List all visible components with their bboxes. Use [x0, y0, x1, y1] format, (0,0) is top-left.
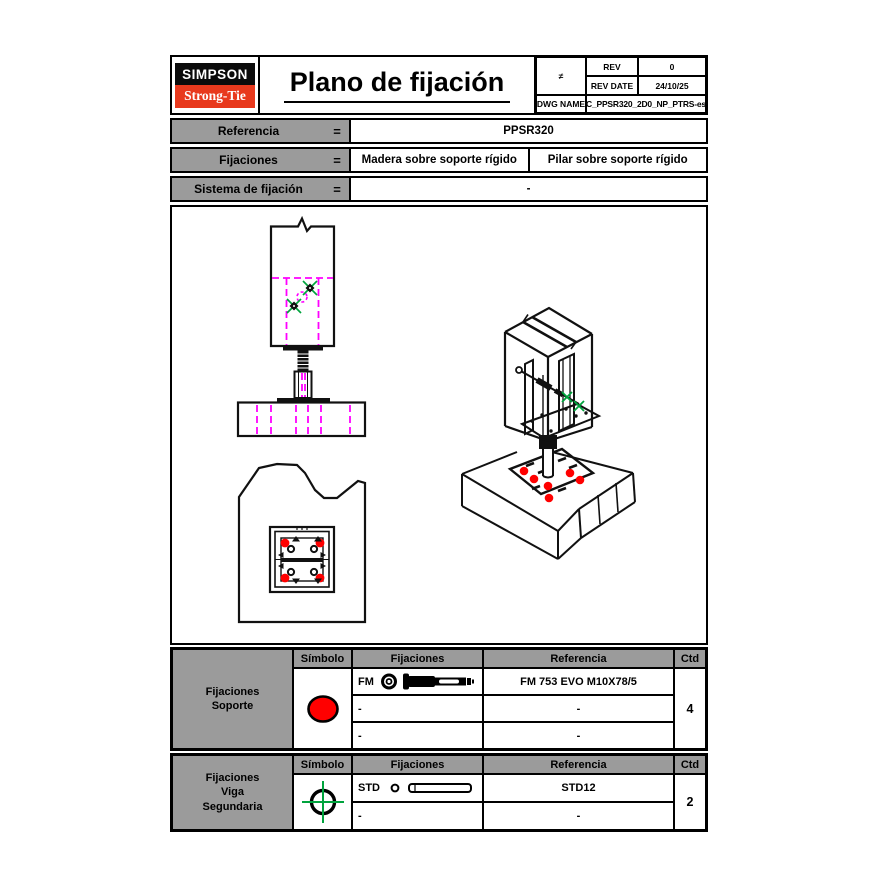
fixing-row: - — [352, 695, 483, 722]
green-crosshair-icon — [301, 781, 344, 823]
column-header-fijaciones: Fijaciones — [352, 649, 483, 668]
info-value-reference: PPSR320 — [503, 125, 554, 137]
column-header-simbolo: Símbolo — [293, 649, 352, 668]
wedge-anchor-icon — [380, 673, 474, 690]
info-label-cell: Sistema de fijación = — [172, 178, 351, 200]
hidden-bolt-circle — [296, 291, 308, 303]
quantity-value: 2 — [674, 774, 706, 830]
fixing-reference: STD12 — [483, 774, 674, 802]
rev-date-label: REV DATE — [586, 76, 638, 95]
rev-label: REV — [586, 57, 638, 76]
bolt-holes — [286, 544, 319, 577]
isometric-view — [461, 306, 636, 560]
group-label-viga: Fijaciones Viga Segundaria — [172, 755, 293, 830]
group-label-soporte: Fijaciones Soporte — [172, 649, 293, 749]
fixing-code: - — [358, 810, 362, 822]
info-row-sistema: Sistema de fijación = - — [170, 176, 708, 202]
technical-drawing — [236, 215, 636, 624]
column-header-simbolo: Símbolo — [293, 755, 352, 774]
iso-anchor-red-dots — [519, 466, 585, 503]
info-label: Referencia — [217, 124, 280, 138]
fixing-reference: FM 753 EVO M10X78/5 — [483, 668, 674, 695]
green-fixing-ticks — [561, 391, 585, 412]
fixing-code: - — [358, 729, 362, 742]
revision-block: ≠ REV 0 REV DATE 24/10/25 DWG NAME C_PPS… — [534, 57, 706, 113]
drawing-viewport — [170, 205, 708, 645]
equals-sign: = — [333, 152, 341, 168]
sheet-title-text: Plano de fijación — [283, 67, 511, 103]
fixing-code: FM — [358, 675, 374, 688]
not-equal-icon: ≠ — [536, 57, 586, 95]
front-elevation-view — [236, 215, 367, 438]
fixing-row: FM — [352, 668, 483, 695]
column-header-referencia: Referencia — [483, 649, 674, 668]
iso-concrete-slab — [461, 451, 636, 560]
plan-view — [237, 462, 367, 624]
quantity-value: 4 — [674, 668, 706, 749]
logo-strongtie-text: Strong-Tie — [175, 84, 255, 108]
fixing-code: - — [358, 702, 362, 715]
column-header-fijaciones: Fijaciones — [352, 755, 483, 774]
rev-date-value: 24/10/25 — [638, 76, 706, 95]
symbol-cell — [293, 774, 352, 830]
fixing-row: - — [352, 802, 483, 830]
logo-simpson-text: SIMPSON — [175, 62, 255, 85]
dowel-icon — [390, 783, 472, 793]
fixing-code: STD — [358, 782, 380, 794]
fixing-reference: - — [483, 695, 674, 722]
column-header-ctd: Ctd — [674, 649, 706, 668]
info-value-fixing-type-2: Pilar sobre soporte rígido — [527, 149, 707, 171]
fixings-table-soporte: Fijaciones Soporte Símbolo Fijaciones Re… — [170, 647, 708, 751]
equals-sign: = — [333, 181, 341, 197]
dwg-name-value: C_PPSR320_2D0_NP_PTRS-es — [586, 95, 706, 113]
fixing-reference: - — [483, 722, 674, 749]
fixing-row: - — [352, 722, 483, 749]
fixing-row: STD — [352, 774, 483, 802]
info-label-cell: Fijaciones = — [172, 149, 351, 171]
fixings-table-viga: Fijaciones Viga Segundaria Símbolo Fijac… — [170, 753, 708, 832]
info-row-referencia: Referencia = PPSR320 — [170, 118, 708, 144]
info-value-fixing-type-1: Madera sobre soporte rígido — [361, 154, 517, 166]
company-logo: SIMPSON Strong-Tie — [172, 57, 260, 113]
sheet-title: Plano de fijación — [260, 57, 534, 113]
info-row-fijaciones: Fijaciones = Madera sobre soporte rígido… — [170, 147, 708, 173]
nail-triangles — [278, 536, 326, 584]
iso-dowel-rod — [515, 366, 585, 412]
info-label-cell: Referencia = — [172, 120, 351, 142]
info-value-system: - — [526, 183, 531, 195]
anchor-red-dots — [280, 538, 325, 583]
dwg-name-label: DWG NAME — [536, 95, 586, 113]
info-label: Fijaciones — [219, 153, 278, 167]
info-label: Sistema de fijación — [194, 182, 303, 196]
column-header-referencia: Referencia — [483, 755, 674, 774]
title-block: SIMPSON Strong-Tie Plano de fijación ≠ R… — [170, 55, 708, 115]
rev-value: 0 — [638, 57, 706, 76]
column-header-ctd: Ctd — [674, 755, 706, 774]
symbol-cell — [293, 668, 352, 749]
std-marker-icon — [286, 280, 318, 314]
equals-sign: = — [333, 123, 341, 139]
fixing-reference: - — [483, 802, 674, 830]
hidden-lines-magenta — [256, 277, 351, 435]
drawing-sheet-frame: SIMPSON Strong-Tie Plano de fijación ≠ R… — [170, 55, 708, 832]
red-circle-icon — [306, 694, 339, 723]
